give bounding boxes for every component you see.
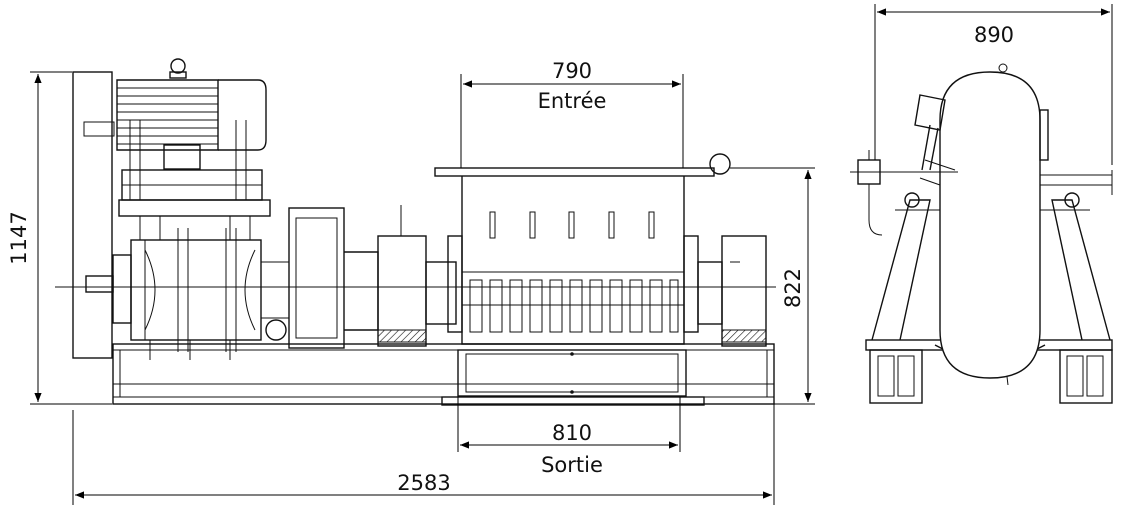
gearbox-plate xyxy=(72,71,113,359)
motor xyxy=(116,58,267,201)
outlet-label: Sortie xyxy=(541,453,603,477)
side-view xyxy=(850,63,1113,404)
outlet-chute xyxy=(457,349,687,397)
right-bearing xyxy=(697,235,767,347)
dim-822-label: 822 xyxy=(781,268,805,308)
dim-790-label: 790 xyxy=(552,59,592,83)
dimension-lines xyxy=(30,4,1113,505)
left-bearing xyxy=(377,205,457,347)
dim-810-label: 810 xyxy=(552,421,592,445)
dim-1147-label: 1147 xyxy=(7,211,31,264)
cutting-chamber xyxy=(434,153,731,345)
inlet-label: Entrée xyxy=(538,89,607,113)
gearbox xyxy=(85,228,287,360)
front-view xyxy=(55,58,776,406)
dim-890-label: 890 xyxy=(974,23,1014,47)
coupling-guard xyxy=(288,207,345,349)
dim-2583-label: 2583 xyxy=(397,471,450,495)
